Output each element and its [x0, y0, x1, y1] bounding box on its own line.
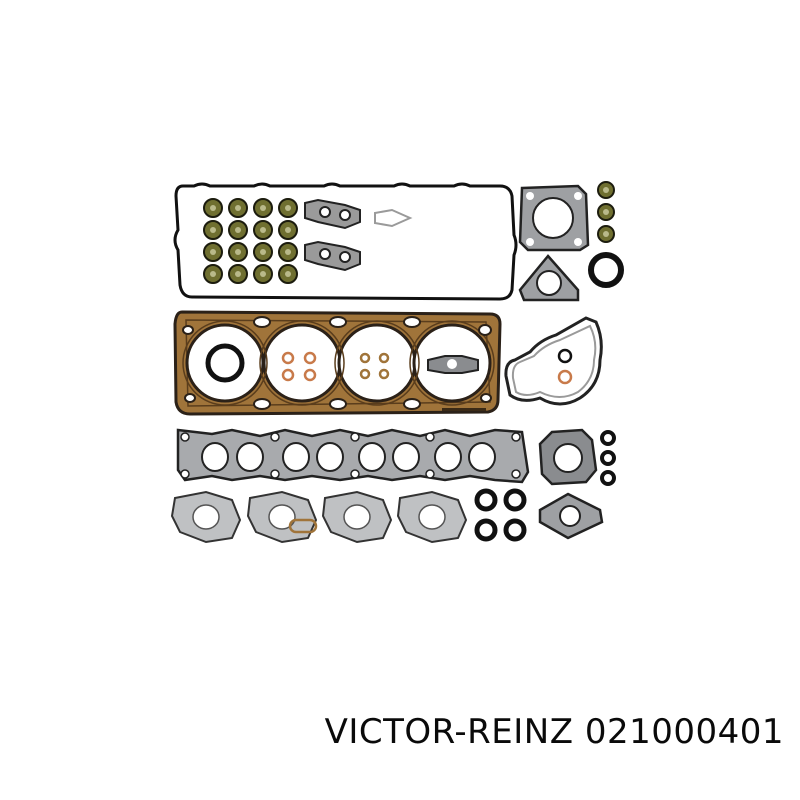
egr-gasket: [538, 428, 598, 486]
cylinder-head-gasket: [173, 310, 502, 416]
part-number: 021000401: [584, 712, 784, 752]
intake-manifold-gasket: [176, 428, 530, 484]
water-pump-gasket: [504, 316, 603, 406]
black-o-rings: [474, 488, 527, 542]
small-o-rings: [600, 430, 616, 486]
flange-gaskets: [304, 198, 361, 272]
exhaust-manifold-gasket: [170, 490, 468, 544]
throttle-body-gasket: [518, 184, 590, 252]
brand-name: VICTOR-REINZ: [324, 712, 574, 752]
triangular-flange-gasket: [518, 254, 580, 302]
o-ring: [588, 252, 624, 288]
turbo-flange-gasket: [538, 492, 604, 540]
valve-stem-seals: [203, 198, 298, 284]
valve-cover-gasket: [173, 182, 518, 301]
product-caption: VICTOR-REINZ 021000401: [325, 712, 784, 752]
